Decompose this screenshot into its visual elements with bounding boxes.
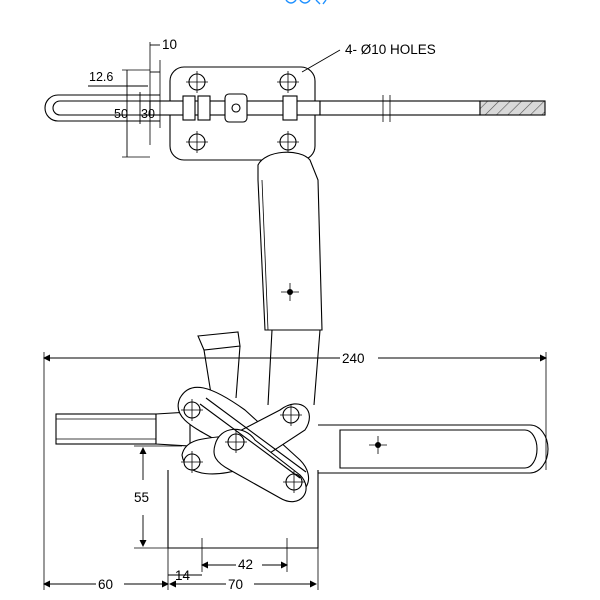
dim-70: 70 — [228, 577, 243, 592]
dim-240: 240 — [342, 351, 365, 366]
handle-grip-section — [479, 100, 546, 116]
nut-1 — [182, 95, 196, 121]
arm-pivot-mark — [281, 283, 299, 301]
cut-off-heading — [285, 0, 327, 5]
handle-grip — [339, 429, 538, 469]
handle-rod — [319, 100, 481, 116]
holes-leader — [301, 49, 341, 73]
nut-4 — [282, 95, 298, 121]
dim-60: 60 — [98, 577, 113, 592]
dim-12-6: 12.6 — [89, 70, 113, 84]
top-view: 4- Ø10 HOLES 10 12.6 50 30 — [44, 37, 546, 161]
handle-outer — [318, 424, 549, 474]
clamp-arm — [197, 151, 323, 406]
spindle-loop-outer — [44, 94, 160, 122]
nut-2 — [197, 95, 211, 121]
spindle-loop-inner — [52, 100, 160, 116]
side-view: 240 55 — [43, 351, 549, 592]
side-spindle — [55, 413, 157, 445]
arm-body — [257, 151, 323, 331]
dim-30: 30 — [141, 107, 155, 121]
dim-50: 50 — [114, 107, 128, 121]
dim-10: 10 — [162, 37, 177, 52]
handle-pivot-mark — [369, 436, 387, 454]
holes-note: 4- Ø10 HOLES — [345, 42, 436, 57]
dim-55: 55 — [134, 490, 149, 505]
dim-42: 42 — [238, 557, 253, 572]
dim-14: 14 — [175, 568, 191, 583]
